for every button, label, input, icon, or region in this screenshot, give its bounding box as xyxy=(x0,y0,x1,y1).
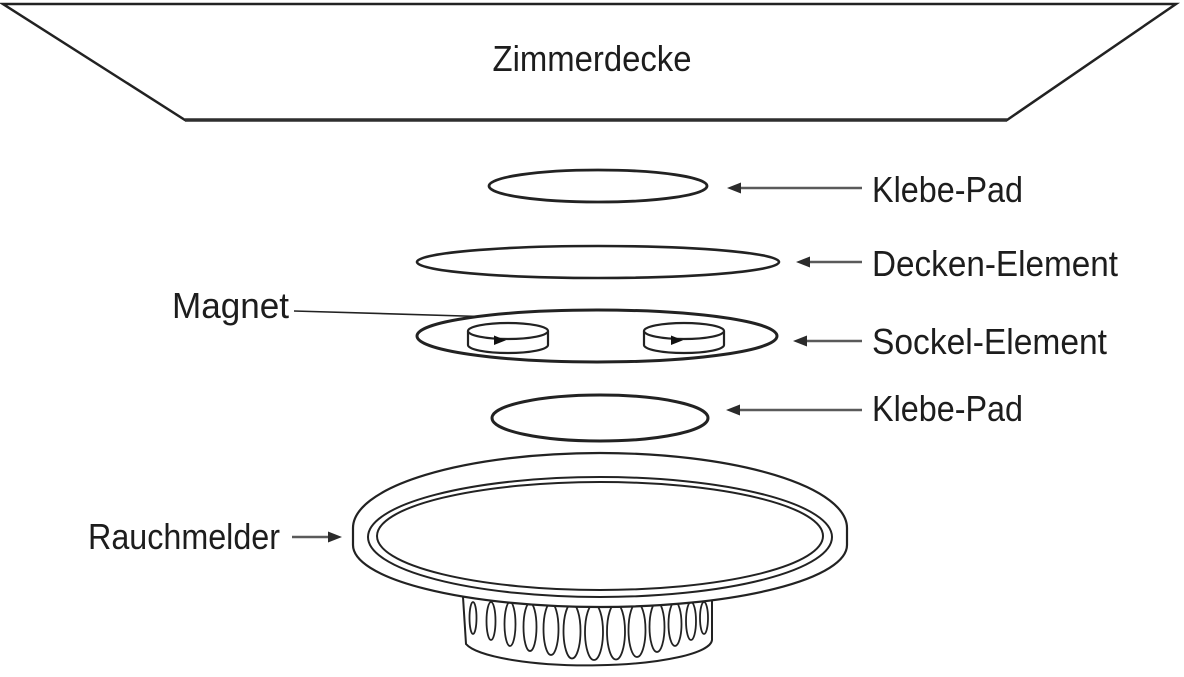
magnet-connector-line xyxy=(293,310,498,318)
klebe-pad-top-ellipse xyxy=(487,168,709,204)
ceiling-shape: Zimmerdecke xyxy=(0,2,1181,122)
sockel-element-group xyxy=(415,308,779,364)
smoke-detector-base xyxy=(462,596,713,667)
triangle-right-icon xyxy=(671,335,683,345)
sockel-element-arrow xyxy=(793,335,862,347)
klebe-pad-bottom-ellipse xyxy=(490,393,710,443)
klebe-pad-top-label: Klebe-Pad xyxy=(872,169,1023,210)
klebe-pad-top-arrow xyxy=(727,182,862,194)
vent-slot xyxy=(468,601,478,635)
decken-element-ellipse xyxy=(415,244,781,280)
arrow-left-icon xyxy=(727,182,741,194)
klebe-pad-bottom-arrow xyxy=(726,404,862,416)
rauchmelder-arrow xyxy=(292,531,342,543)
ceiling-label: Zimmerdecke xyxy=(493,38,692,79)
decken-element-arrow xyxy=(796,256,862,268)
magnet-cylinder-top xyxy=(642,321,726,341)
triangle-right-icon xyxy=(494,335,506,345)
arrow-left-icon xyxy=(726,404,740,416)
magnet-cylinder-left xyxy=(466,321,550,355)
arrow-right-icon xyxy=(328,531,342,543)
arrow-left-icon xyxy=(796,256,810,268)
magnet-cylinder-right xyxy=(642,321,726,355)
klebe-pad-bottom-label: Klebe-Pad xyxy=(872,388,1023,429)
rauchmelder-label: Rauchmelder xyxy=(88,516,280,557)
sockel-element-label: Sockel-Element xyxy=(872,321,1107,362)
arrow-left-icon xyxy=(793,335,807,347)
magnet-label: Magnet xyxy=(172,285,289,326)
smoke-detector-rim-inner xyxy=(376,481,824,591)
smoke-detector xyxy=(351,451,849,667)
vent-slot xyxy=(485,601,497,641)
magnet-cylinder-top xyxy=(466,321,550,341)
decken-element-label: Decken-Element xyxy=(872,243,1118,284)
